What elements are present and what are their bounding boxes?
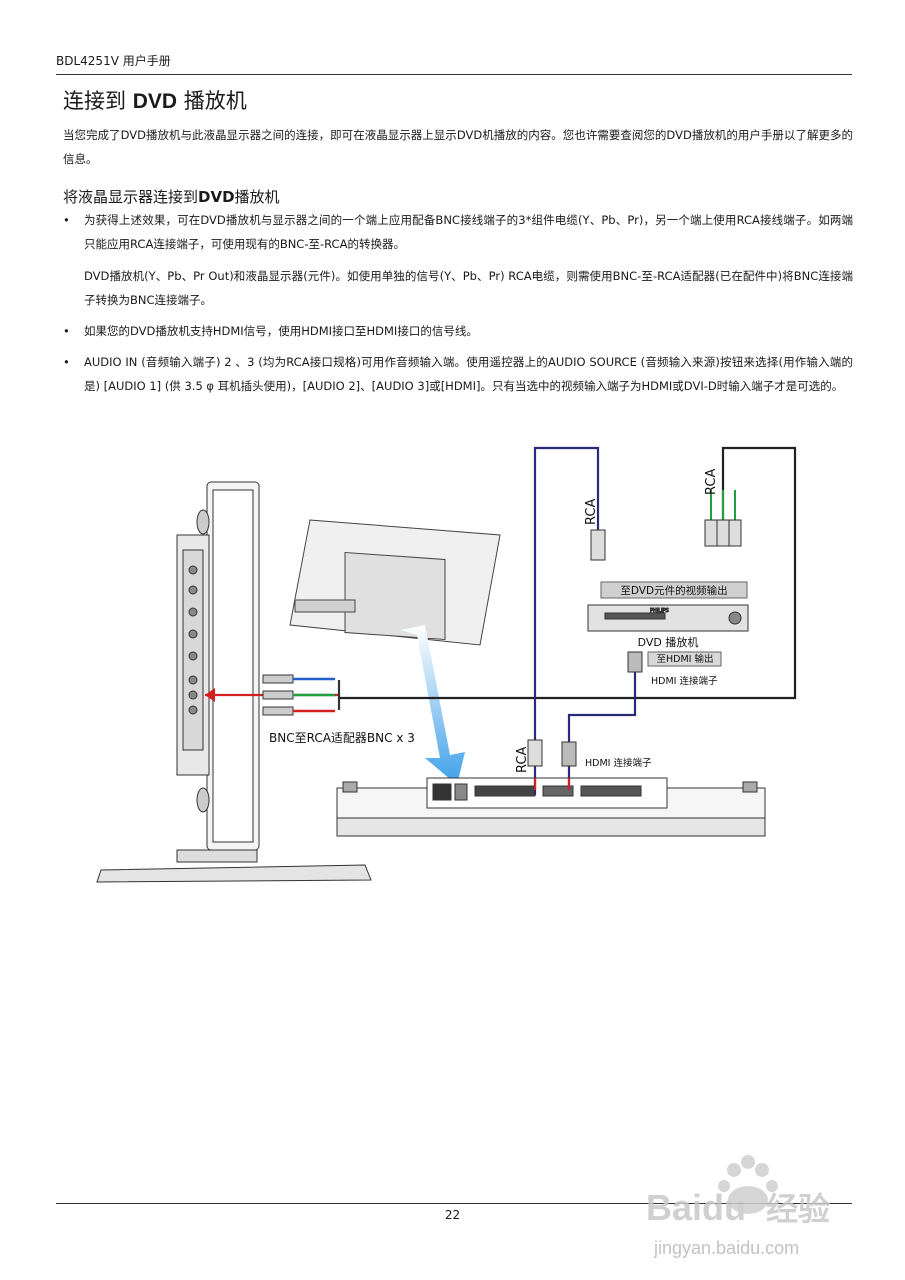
bullet-item: • AUDIO IN (音频输入端子) 2 、3 (均为RCA接口规格)可用作音… (63, 350, 853, 398)
to-hdmi-out-label: 至HDMI 输出 (657, 653, 714, 665)
bullet-item: • 如果您的DVD播放机支持HDMI信号，使用HDMI接口至HDMI接口的信号线… (63, 319, 853, 343)
watermark-url: jingyan.baidu.com (653, 1238, 799, 1258)
page-title-suffix: 播放机 (177, 89, 247, 113)
rca-plug-bottom (527, 739, 543, 767)
rca-label-top-left: RCA (584, 499, 599, 525)
connection-diagram: PHILIPS 至DVD元件的视频输出 DVD 播放机 至HDMI 输出 HDM… (95, 440, 815, 885)
page-number: 22 (444, 1208, 461, 1222)
page-title-strong: DVD (132, 90, 178, 113)
bullet-item: • 为获得上述效果，可在DVD播放机与显示器之间的一个端上应用配备BNC接线端子… (63, 208, 853, 312)
footer-divider (56, 1203, 852, 1204)
running-header: BDL4251V 用户手册 (56, 52, 852, 75)
intro-paragraph: 当您完成了DVD播放机与此液晶显示器之间的连接，即可在液晶显示器上显示DVD机播… (63, 128, 853, 166)
dvd-video-out-label: 至DVD元件的视频输出 (620, 584, 727, 597)
red-arrow-icon (205, 688, 215, 702)
down-arrow-icon (400, 625, 465, 785)
hdmi-connector-label-2: HDMI 连接端子 (585, 757, 652, 769)
watermark-brand: Baidu (646, 1187, 746, 1228)
header-text: BDL4251V 用户手册 (56, 54, 171, 68)
monitor-back-view (289, 519, 501, 646)
section-heading-strong: DVD (198, 188, 235, 206)
hdmi-connector-label-1: HDMI 连接端子 (651, 675, 718, 687)
bullet-marker: • (63, 213, 70, 227)
baidu-watermark: Baidu 经验 jingyan.baidu.com (640, 1150, 855, 1270)
bullet-list: • 为获得上述效果，可在DVD播放机与显示器之间的一个端上应用配备BNC接线端子… (63, 208, 853, 398)
section-heading-prefix: 将液晶显示器连接到 (63, 188, 199, 206)
to-hdmi-out-box (647, 651, 722, 667)
hdmi-plug-top (627, 651, 643, 673)
dvd-brand: PHILIPS (650, 608, 669, 614)
bullet-marker: • (63, 355, 70, 369)
dvd-player: PHILIPS (587, 604, 749, 632)
section-heading: 将液晶显示器连接到DVD播放机 (63, 186, 280, 208)
rca-plug-top-right (704, 490, 742, 547)
monitor-side-view (96, 481, 372, 883)
section-heading-suffix: 播放机 (234, 188, 280, 206)
hdmi-plug-bottom (561, 741, 577, 767)
bullet-marker: • (63, 324, 70, 338)
rca-label-bottom: RCA (515, 747, 530, 773)
bullet-subtext: DVD播放机(Y、Pb、Pr Out)和液晶显示器(元件)。如使用单独的信号(Y… (84, 269, 853, 307)
dvd-player-label: DVD 播放机 (638, 635, 699, 649)
bullet-text: 如果您的DVD播放机支持HDMI信号，使用HDMI接口至HDMI接口的信号线。 (84, 324, 478, 338)
paw-logo-icon (718, 1155, 778, 1214)
watermark-brand-cn: 经验 (766, 1190, 830, 1228)
monitor-bottom-view (336, 777, 766, 837)
page-title: 连接到 DVD 播放机 (63, 88, 247, 115)
bnc-adapter-label: BNC至RCA适配器BNC x 3 (269, 731, 415, 745)
bullet-text: AUDIO IN (音频输入端子) 2 、3 (均为RCA接口规格)可用作音频输… (84, 355, 853, 393)
rca-plug-top-left (590, 529, 606, 561)
bnc-adapters (262, 674, 335, 716)
bullet-text: 为获得上述效果，可在DVD播放机与显示器之间的一个端上应用配备BNC接线端子的3… (84, 213, 853, 251)
rca-label-top-right: RCA (704, 469, 719, 495)
page-title-prefix: 连接到 (63, 89, 133, 113)
dvd-video-out-box (600, 581, 748, 599)
